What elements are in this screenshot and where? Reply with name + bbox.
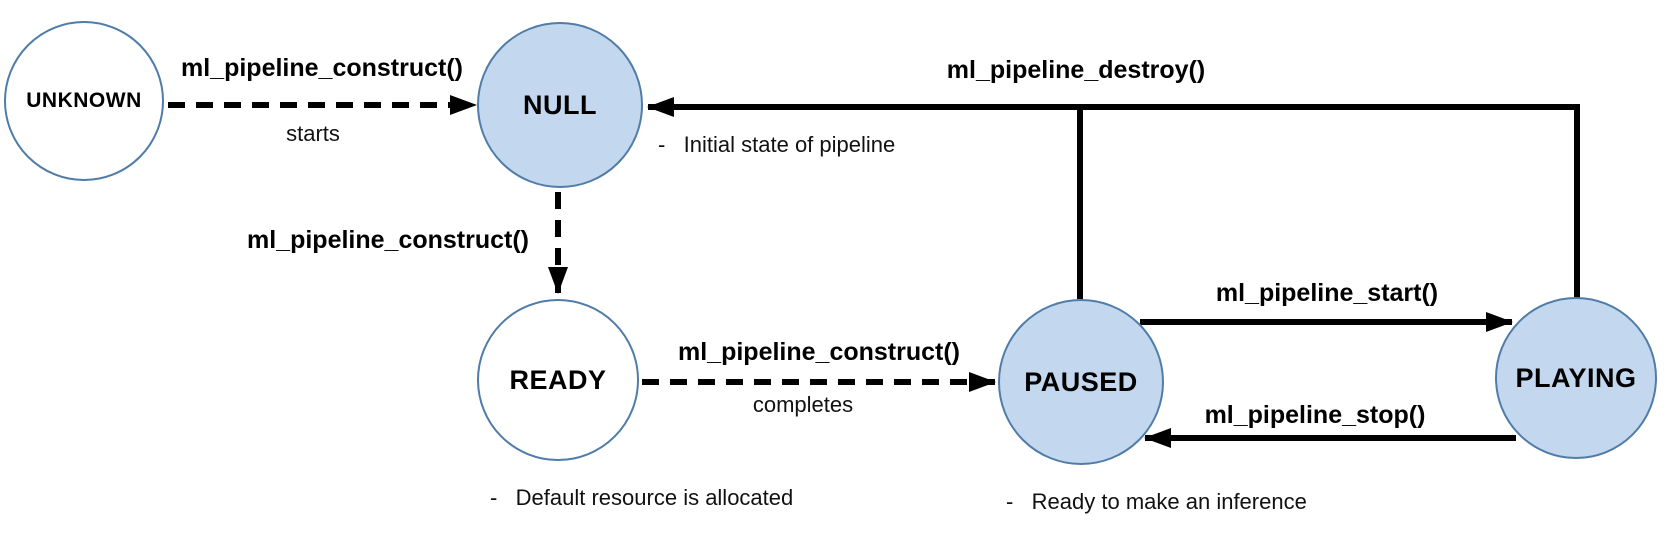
state-null: NULL bbox=[477, 22, 643, 188]
note-paused-state: - Ready to make an inference bbox=[1006, 489, 1307, 514]
edge-sublabel-starts: starts bbox=[286, 121, 340, 146]
state-paused: PAUSED bbox=[998, 299, 1164, 465]
state-unknown-label: UNKNOWN bbox=[26, 89, 142, 112]
state-ready-label: READY bbox=[509, 364, 607, 395]
edge-label-destroy: ml_pipeline_destroy() bbox=[946, 56, 1206, 84]
edge-sublabel-completes: completes bbox=[752, 392, 854, 417]
edge-label-null-to-ready: ml_pipeline_construct() bbox=[247, 226, 529, 254]
state-playing: PLAYING bbox=[1495, 297, 1657, 459]
state-unknown: UNKNOWN bbox=[4, 21, 164, 181]
edge-label-playing-to-paused: ml_pipeline_stop() bbox=[1204, 401, 1426, 429]
note-null-state: - Initial state of pipeline bbox=[658, 132, 896, 157]
state-paused-label: PAUSED bbox=[1024, 366, 1138, 397]
state-playing-label: PLAYING bbox=[1515, 362, 1637, 393]
note-ready-state: - Default resource is allocated bbox=[490, 485, 794, 510]
edge-label-paused-to-playing: ml_pipeline_start() bbox=[1215, 279, 1439, 307]
edge-label-unknown-to-null: ml_pipeline_construct() bbox=[181, 54, 463, 82]
state-ready: READY bbox=[477, 299, 639, 461]
state-null-label: NULL bbox=[523, 89, 597, 120]
edge-destroy-to-null-arrow bbox=[647, 97, 1580, 298]
edge-label-ready-to-paused: ml_pipeline_construct() bbox=[678, 338, 960, 366]
